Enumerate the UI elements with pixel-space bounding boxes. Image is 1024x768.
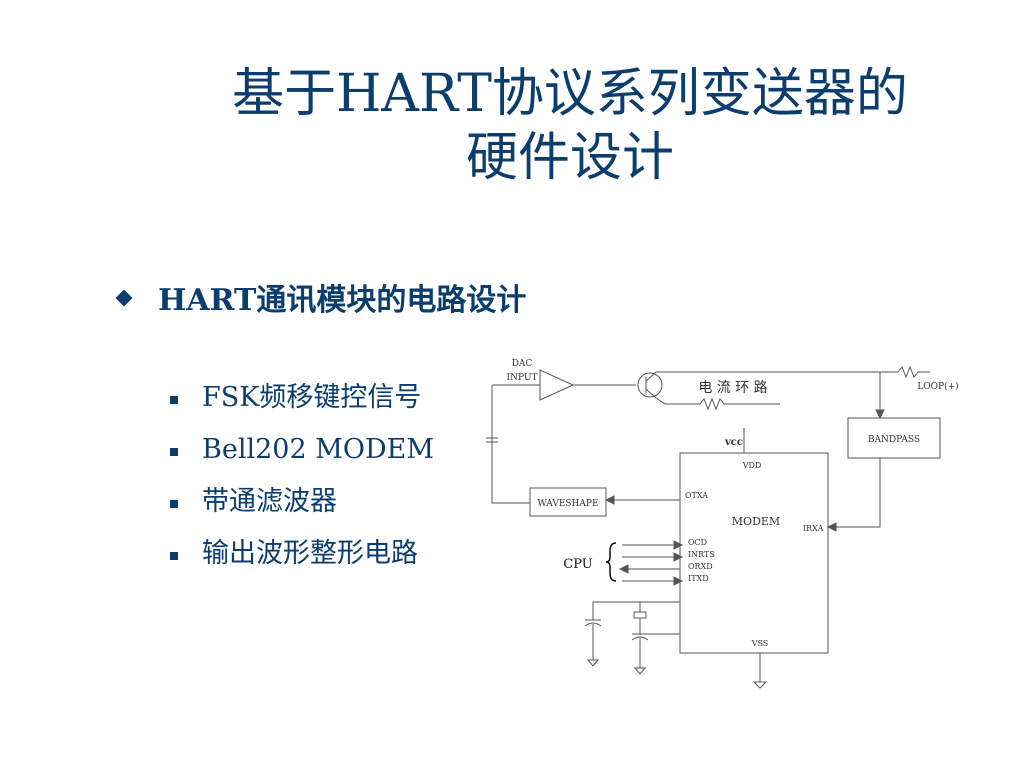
list-item: 带通滤波器 bbox=[168, 480, 488, 532]
modem-box bbox=[679, 452, 829, 654]
vdd-label: VDD bbox=[742, 461, 762, 470]
sub-bullet-list: FSK频移键控信号 Bell202 MODEM 带通滤波器 输出波形整形电路 bbox=[168, 376, 488, 584]
waveshape-label: WAVESHAPE bbox=[537, 499, 598, 509]
cpu-brace-icon bbox=[605, 542, 617, 582]
main-bullet-text: HART通讯模块的电路设计 bbox=[158, 283, 527, 318]
amplifier-triangle bbox=[539, 369, 575, 401]
list-item-text: 带通滤波器 bbox=[202, 486, 337, 517]
irxa-label: IRXA bbox=[803, 524, 824, 533]
bandpass-output-wire bbox=[830, 458, 881, 528]
vcc-label: vcc bbox=[724, 437, 743, 448]
itxd-label: ITXD bbox=[688, 574, 709, 583]
orxd-label: ORXD bbox=[688, 562, 713, 571]
transistor-icon bbox=[637, 372, 663, 398]
square-bullet-icon bbox=[170, 500, 178, 508]
square-bullet-icon bbox=[170, 448, 178, 456]
title-line-2: 硬件设计 bbox=[465, 128, 674, 188]
current-loop-resistor bbox=[699, 397, 780, 411]
otxa-label: OTXA bbox=[685, 491, 708, 500]
square-bullet-icon bbox=[170, 396, 178, 404]
ocd-label: OCD bbox=[688, 538, 707, 547]
dac-label: DAC bbox=[512, 359, 533, 369]
cpu-label: CPU bbox=[563, 557, 592, 572]
list-item-text: Bell202 MODEM bbox=[202, 434, 434, 465]
dac-input-label: INPUT bbox=[507, 373, 538, 383]
vss-label: VSS bbox=[751, 639, 769, 648]
inrts-label: INRTS bbox=[688, 550, 715, 559]
loop-plus-label: LOOP(+) bbox=[917, 381, 958, 392]
list-item: FSK频移键控信号 bbox=[168, 376, 488, 428]
current-loop-label: 电 流 环 路 bbox=[698, 380, 767, 396]
list-item: 输出波形整形电路 bbox=[168, 532, 488, 584]
ground-icon bbox=[752, 681, 768, 689]
list-item-text: FSK频移键控信号 bbox=[202, 382, 422, 413]
bandpass-box bbox=[847, 417, 941, 459]
list-item-text: 输出波形整形电路 bbox=[202, 538, 418, 569]
waveshape-box bbox=[529, 487, 607, 517]
slide-title: 基于HART协议系列变送器的 硬件设计 bbox=[120, 62, 1020, 190]
list-item: Bell202 MODEM bbox=[168, 428, 488, 480]
loop-resistor bbox=[897, 365, 930, 379]
crystal-left-wire bbox=[592, 601, 680, 620]
title-line-1: 基于HART协议系列变送器的 bbox=[232, 64, 908, 124]
bandpass-label: BANDPASS bbox=[868, 435, 920, 445]
modem-label: MODEM bbox=[732, 515, 780, 528]
dac-feedback-wire bbox=[491, 385, 530, 504]
square-bullet-icon bbox=[170, 552, 178, 560]
crystal-icon bbox=[633, 611, 647, 619]
